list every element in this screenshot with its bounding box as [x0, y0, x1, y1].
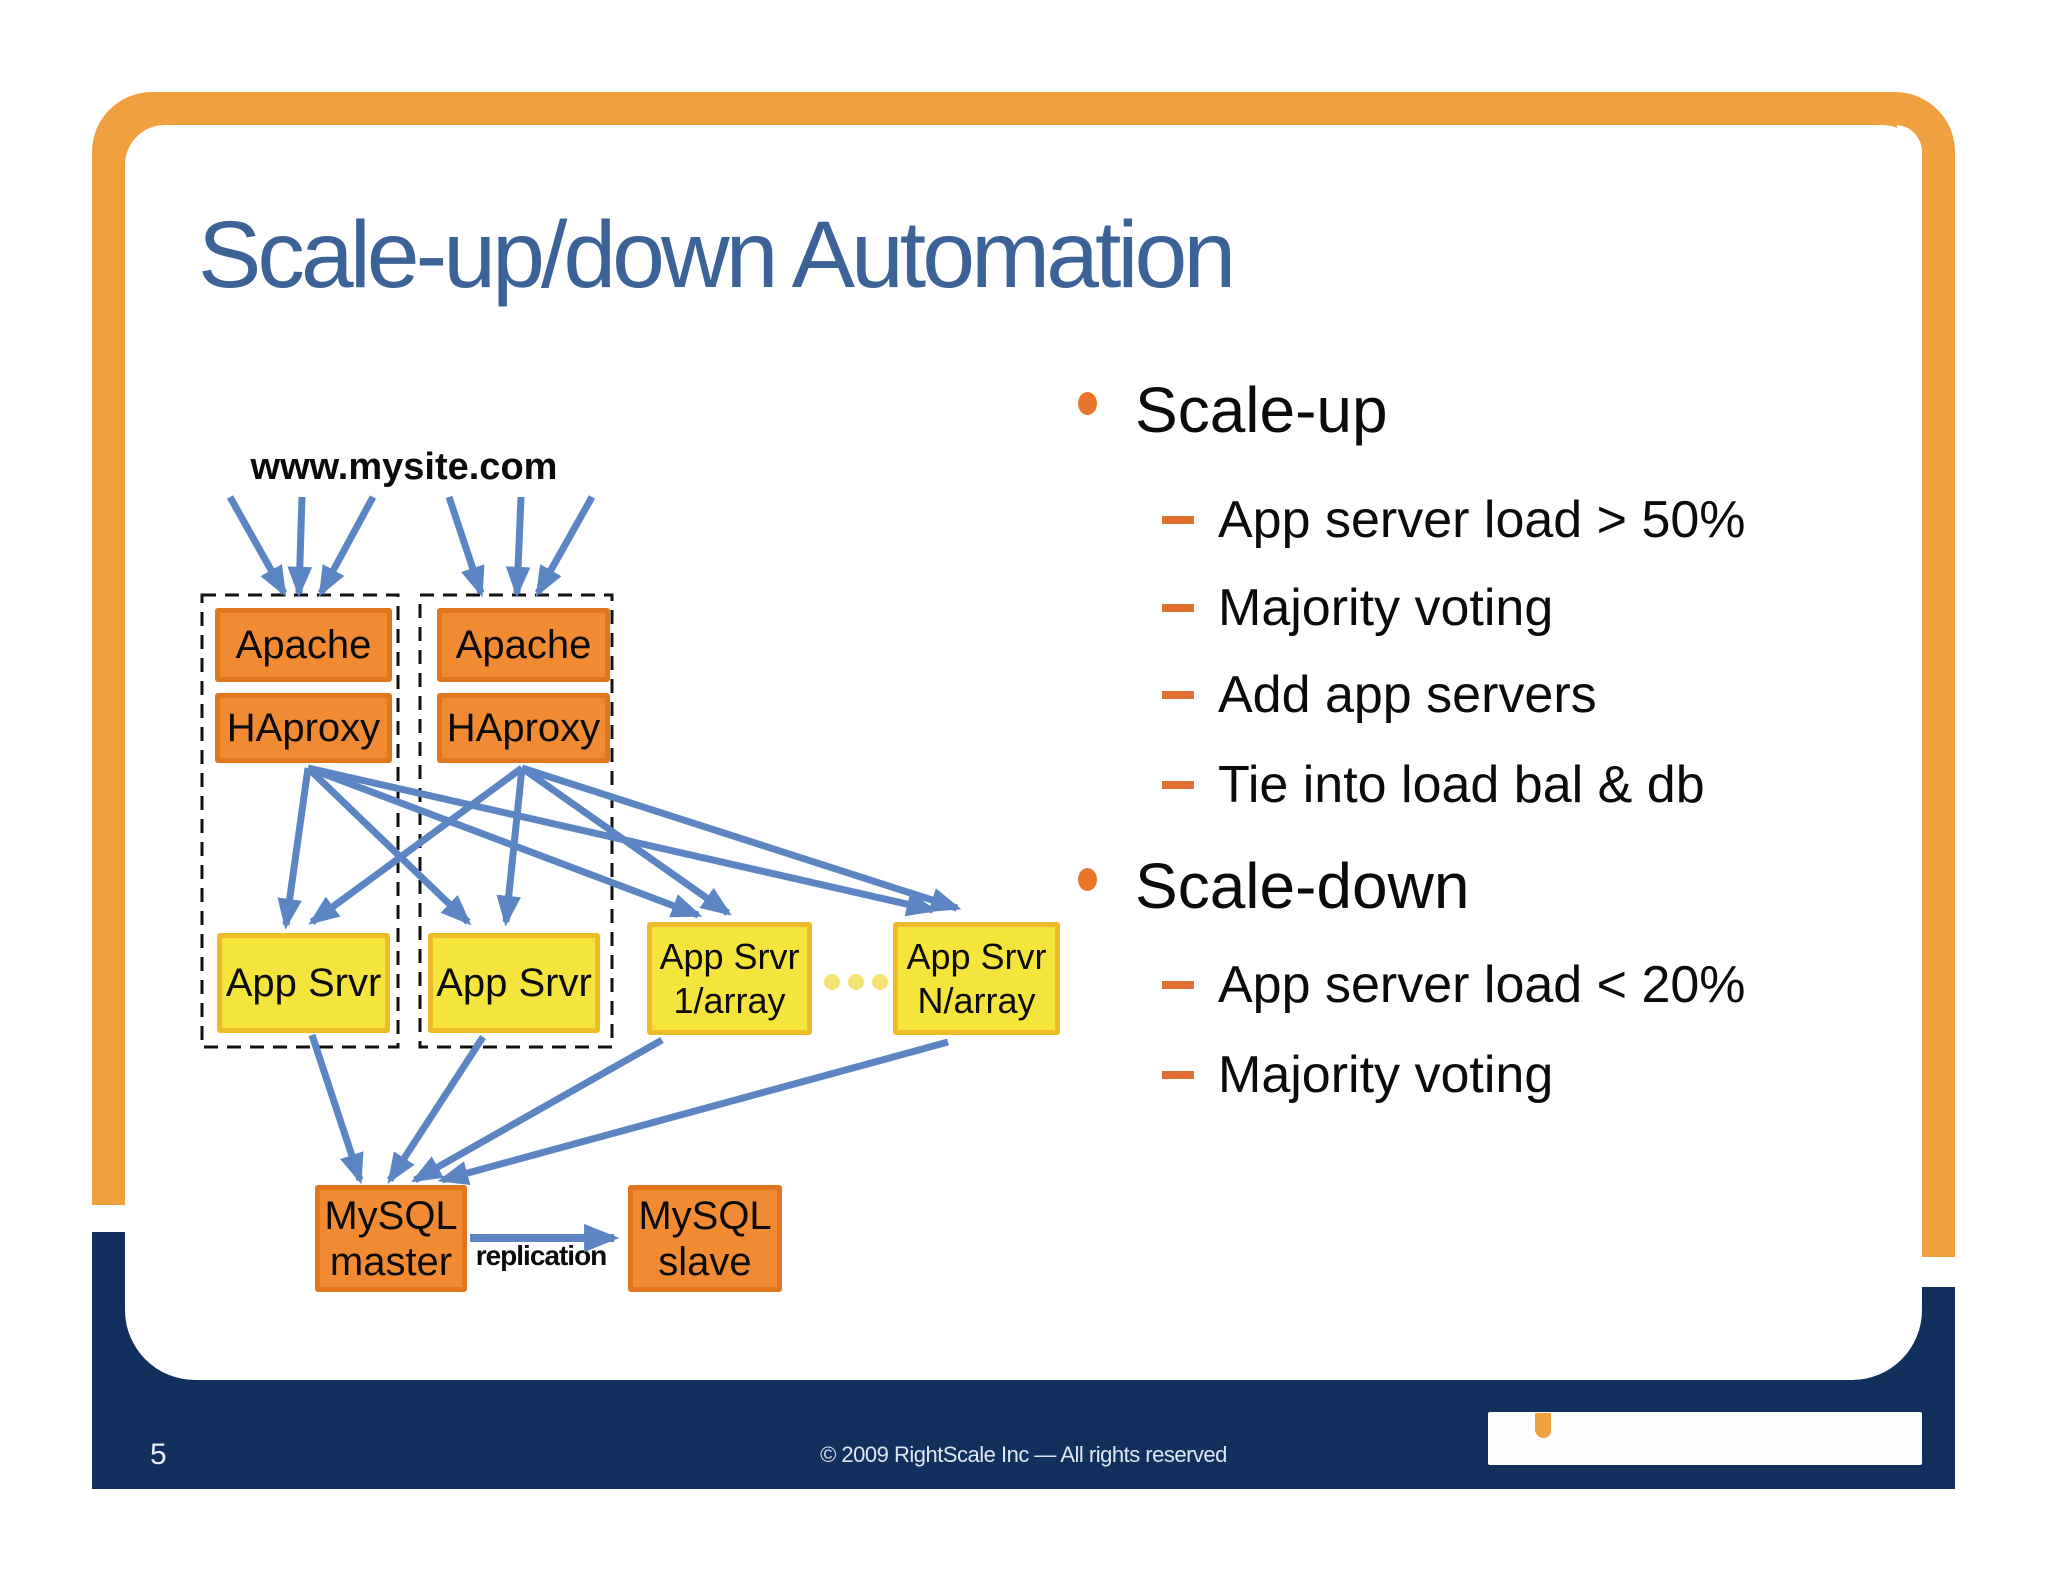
mysql-slave-label-line1: MySQL	[638, 1193, 772, 1238]
page-title: Scale-up/down Automation	[198, 202, 1236, 308]
database-arrows	[308, 1033, 949, 1185]
load-balancer-arrows	[277, 764, 962, 930]
bullet-majority-voting-down: Majority voting	[1218, 1046, 1554, 1104]
sub-bullet-dash-icon	[1162, 1071, 1194, 1079]
app-server-box-2: App Srvr	[428, 933, 600, 1033]
mysql-master-label-line1: MySQL	[324, 1193, 458, 1238]
array-n-label-line2: N/array	[917, 979, 1036, 1021]
mysql-master-label-line2: master	[329, 1239, 453, 1284]
array-1-label-line2: 1/array	[673, 979, 786, 1021]
mysql-slave-label-line2: slave	[658, 1239, 752, 1284]
bullet-app-load-20: App server load < 20%	[1218, 956, 1746, 1014]
sub-bullet-dash-icon	[1162, 781, 1194, 789]
bullet-add-app-servers: Add app servers	[1218, 666, 1597, 724]
bullet-scale-up: Scale-up	[1135, 374, 1388, 446]
apache-box-1: Apache	[215, 608, 392, 682]
sub-bullet-dash-icon	[1162, 691, 1194, 699]
app-server-array-1-box: App Srvr 1/array	[647, 922, 812, 1035]
app-server-box-1: App Srvr	[217, 933, 390, 1033]
bullet-majority-voting-up: Majority voting	[1218, 579, 1554, 637]
footer-left-stub	[92, 1232, 125, 1382]
mysql-slave-box: MySQL slave	[628, 1185, 782, 1292]
copyright-text: © 2009 RightScale Inc — All rights reser…	[820, 1442, 1227, 1467]
array-n-label-line1: App Srvr	[906, 936, 1047, 978]
haproxy-box-1-label: HAproxy	[226, 706, 381, 750]
domain-label: www.mysite.com	[250, 446, 558, 488]
sub-bullet-dash-icon	[1162, 604, 1194, 612]
apache-box-2-label: Apache	[455, 623, 592, 667]
sub-bullet-dash-icon	[1162, 981, 1194, 989]
haproxy-box-2: HAproxy	[437, 693, 610, 763]
bullet-dot-icon	[1078, 392, 1097, 415]
footer-right-stub	[1922, 1287, 1955, 1382]
app-server-box-1-label: App Srvr	[225, 961, 382, 1005]
client-traffic-arrows	[226, 495, 596, 598]
apache-box-2: Apache	[437, 608, 610, 682]
more-servers-dots-icon	[824, 974, 888, 990]
rightscale-logo-box	[1488, 1412, 1922, 1465]
slide-frame-orange-right-end	[1922, 1200, 1955, 1257]
haproxy-box-2-label: HAproxy	[446, 706, 601, 750]
bullet-dot-icon	[1078, 868, 1097, 891]
sub-bullet-dash-icon	[1162, 516, 1194, 524]
array-1-label-line1: App Srvr	[659, 936, 800, 978]
haproxy-box-1: HAproxy	[215, 693, 392, 763]
bullet-app-load-50: App server load > 50%	[1218, 491, 1746, 549]
app-server-box-2-label: App Srvr	[436, 961, 592, 1005]
bullet-scale-down: Scale-down	[1135, 850, 1470, 922]
app-server-array-n-box: App Srvr N/array	[893, 922, 1060, 1035]
rightscale-logo-mark-icon	[1535, 1413, 1551, 1438]
bullet-tie-into-lb-db: Tie into load bal & db	[1218, 756, 1705, 814]
mysql-master-box: MySQL master	[315, 1185, 467, 1292]
page-number: 5	[150, 1438, 167, 1471]
apache-box-1-label: Apache	[235, 623, 372, 667]
slide-frame-orange	[92, 92, 1955, 1205]
